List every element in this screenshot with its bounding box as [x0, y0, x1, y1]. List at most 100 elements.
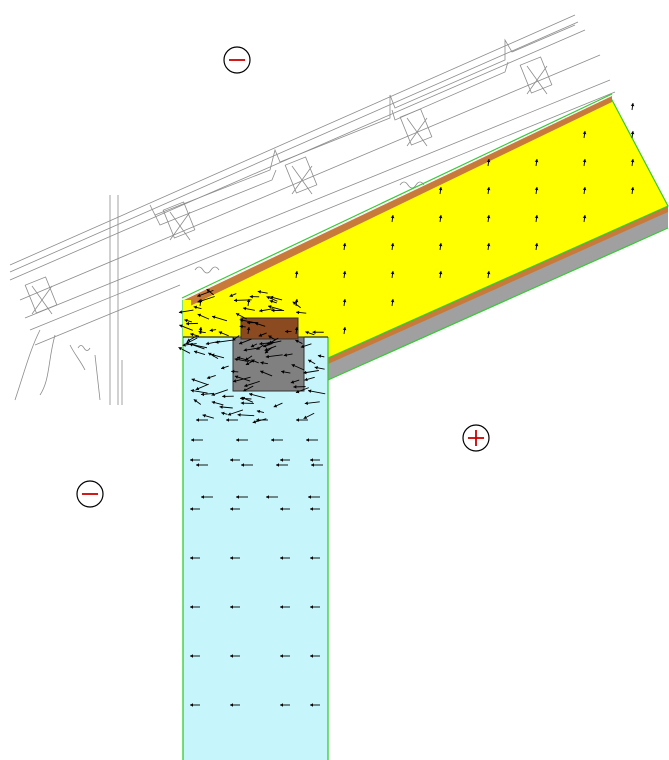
- junction-flow-arrow: [283, 353, 293, 357]
- roof-flow-arrow: [486, 242, 491, 251]
- junction-flow-arrow: [191, 378, 208, 386]
- roof-flow-arrow: [342, 242, 347, 251]
- roof-membrane-layer: [328, 206, 668, 364]
- roof-flow-arrow: [630, 186, 635, 195]
- junction-flow-arrow: [231, 369, 239, 374]
- junction-flow-arrow: [206, 375, 216, 380]
- junction-flow-arrow: [304, 376, 315, 382]
- junction-flow-arrow: [211, 400, 224, 406]
- junction-flow-arrow: [193, 398, 202, 405]
- wall-flow-arrow: [196, 418, 208, 422]
- roof-underside-board: [328, 210, 668, 380]
- negative-pressure-symbol: [223, 46, 251, 74]
- wall-flow-arrow: [296, 418, 308, 422]
- wall-flow-arrow: [190, 458, 200, 462]
- wall-flow-arrow: [310, 654, 320, 658]
- wall-flow-arrow: [226, 418, 238, 422]
- wall-flow-arrow: [241, 463, 253, 467]
- junction-flow-arrow: [239, 324, 246, 329]
- junction-flow-arrow: [267, 305, 283, 311]
- roof-flow-arrow: [486, 270, 491, 279]
- roof-flow-arrow: [486, 158, 491, 167]
- roof-construction-sketch: [9, 14, 616, 405]
- junction-flow-arrow: [239, 318, 256, 324]
- junction-flow-arrow: [264, 345, 277, 352]
- wall-flow-arrow: [230, 556, 240, 560]
- junction-flow-arrow: [242, 306, 255, 311]
- roof-flow-arrow: [534, 242, 539, 251]
- junction-flow-arrow: [182, 343, 197, 347]
- junction-flow-arrow: [190, 332, 200, 337]
- junction-flow-arrow: [240, 401, 254, 405]
- wall-flow-arrow: [310, 507, 320, 511]
- junction-flow-arrow: [295, 339, 303, 344]
- wall-body: [183, 337, 328, 760]
- junction-flow-arrow: [211, 353, 225, 359]
- wall-flow-arrow: [196, 463, 208, 467]
- junction-flow-arrow: [202, 414, 214, 419]
- junction-flow-arrow: [220, 365, 229, 370]
- wall-flow-arrow: [310, 703, 320, 707]
- junction-flow-arrow: [190, 389, 208, 394]
- wall-flow-arrow: [271, 438, 283, 442]
- junction-flow-arrow: [197, 289, 214, 297]
- junction-flow-arrow: [268, 335, 276, 341]
- wall-flow-arrow: [310, 605, 320, 609]
- junction-flow-arrow: [245, 361, 253, 366]
- wall-flow-arrow: [230, 605, 240, 609]
- junction-flow-arrow: [290, 379, 300, 384]
- wall-flow-arrow: [310, 556, 320, 560]
- wall-flow-arrow: [308, 495, 320, 499]
- junction-flow-arrow: [257, 290, 268, 294]
- junction-flow-arrow: [200, 392, 214, 397]
- junction-flow-arrow: [295, 387, 309, 394]
- roof-flow-arrow: [630, 130, 635, 139]
- junction-flow-arrow: [304, 401, 320, 405]
- flow-arrows: [178, 102, 635, 707]
- junction-flow-arrow: [186, 335, 198, 342]
- junction-flow-arrow: [232, 335, 240, 341]
- junction-flow-arrow: [266, 296, 278, 302]
- roof-flow-arrow: [246, 298, 251, 307]
- roof-flow-arrow: [582, 186, 587, 195]
- roof-flow-arrow: [342, 270, 347, 279]
- junction-flow-arrow: [268, 337, 279, 344]
- junction-flow-arrow: [211, 315, 228, 322]
- positive-pressure-symbol: [462, 424, 490, 452]
- junction-flow-arrow: [211, 389, 228, 397]
- junction-flow-arrow: [234, 375, 251, 382]
- wall-flow-arrow: [190, 605, 200, 609]
- wall-flow-arrow: [236, 438, 248, 442]
- junction-flow-arrow: [281, 370, 291, 374]
- roof-flow-arrow: [438, 242, 443, 251]
- junction-flow-arrow: [195, 383, 209, 391]
- wall-flow-arrow: [280, 605, 290, 609]
- wall-flow-arrow: [236, 495, 248, 499]
- junction-flow-arrow: [250, 343, 258, 348]
- batten-boxes: [24, 56, 553, 315]
- junction-flow-arrow: [303, 412, 315, 419]
- junction-flow-arrow: [259, 341, 275, 346]
- junction-flow-arrow: [314, 366, 325, 370]
- roof-flow-arrow: [390, 298, 395, 307]
- junction-flow-arrow: [293, 385, 306, 389]
- roof-flow-arrow: [630, 102, 635, 111]
- junction-flow-arrow: [300, 343, 312, 349]
- junction-flow-arrow: [265, 354, 283, 359]
- wall-flow-arrow: [201, 495, 213, 499]
- junction-flow-arrow: [307, 359, 316, 365]
- wall-flow-arrow: [190, 703, 200, 707]
- roof-top-boundary: [181, 93, 613, 299]
- roof-flow-arrow: [390, 270, 395, 279]
- roof-flow-arrow: [294, 326, 299, 335]
- wall-flow-arrow: [280, 703, 290, 707]
- roof-flow-arrow: [198, 326, 203, 335]
- wall-flow-arrow: [311, 463, 323, 467]
- junction-flow-arrow: [241, 396, 254, 403]
- wall-flow-arrow: [276, 463, 288, 467]
- junction-flow-arrow: [189, 343, 205, 350]
- junction-flow-arrow: [229, 293, 237, 297]
- junction-flow-arrow: [269, 299, 277, 304]
- junction-flow-arrow: [312, 330, 324, 335]
- roof-flow-arrow: [342, 298, 347, 307]
